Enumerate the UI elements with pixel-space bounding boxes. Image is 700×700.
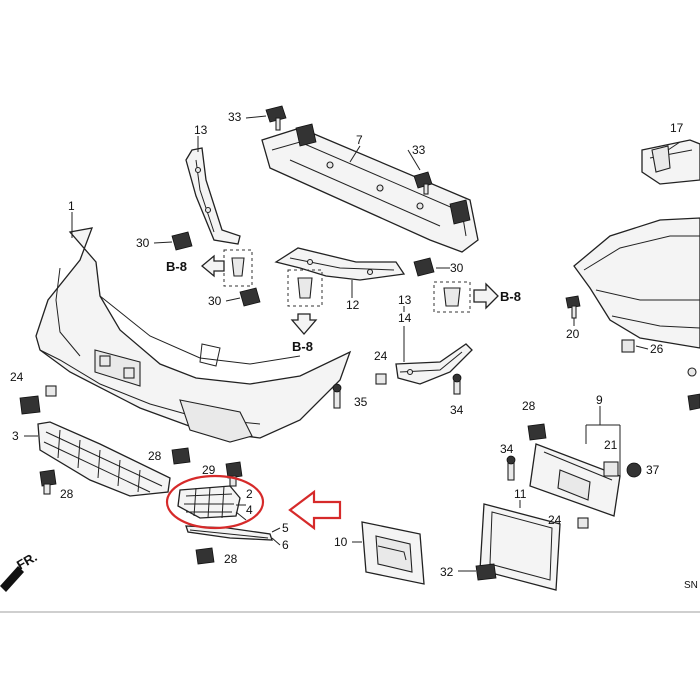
label-24-mid: 24: [374, 349, 388, 363]
callout-b8-right: B-8: [500, 289, 521, 304]
lower-trim-part: [185, 525, 273, 541]
diagram-code: SN: [684, 580, 698, 591]
label-12: 12: [346, 298, 360, 312]
left-bracket-part: [185, 147, 241, 245]
label-33-mid: 33: [412, 143, 426, 157]
rear-bumper-part: [573, 139, 700, 349]
fog-grille-part: [177, 485, 241, 519]
center-bracket-part: [274, 247, 406, 281]
label-11: 11: [514, 487, 527, 501]
plate-bracket-part: [479, 503, 561, 591]
label-20: 20: [566, 327, 580, 341]
callout-b8-left: B-8: [166, 259, 187, 274]
label-17: 17: [670, 121, 684, 135]
highlight-circle: [165, 474, 265, 530]
label-28-left: 28: [60, 487, 74, 501]
label-29: 29: [202, 463, 216, 477]
plate-frame-part: [361, 521, 425, 585]
label-35: 35: [354, 395, 368, 409]
label-24-right: 24: [548, 513, 562, 527]
label-5: 5: [282, 521, 289, 535]
label-2: 2: [246, 487, 253, 501]
clip-box-right: [433, 281, 471, 313]
label-3: 3: [12, 429, 19, 443]
label-30-lower: 30: [208, 294, 222, 308]
label-9: 9: [596, 393, 603, 407]
label-14: 14: [398, 311, 412, 325]
label-6: 6: [282, 538, 289, 552]
label-4: 4: [246, 503, 253, 517]
callout-b8-mid: B-8: [292, 339, 313, 354]
label-33-top: 33: [228, 110, 242, 124]
label-13: 13: [398, 293, 412, 307]
label-1: 1: [68, 199, 75, 213]
b8-arrows: [200, 254, 499, 335]
part-labels: 1 13 7 33 33 30 30 30 12 13 14 24 34 35 …: [10, 110, 684, 579]
highlight-arrow: [288, 489, 342, 531]
label-34-mid: 34: [450, 403, 464, 417]
label-32: 32: [440, 565, 454, 579]
label-30-upper: 30: [136, 236, 150, 250]
front-direction-mark: FR.: [0, 549, 40, 592]
label-28-right: 28: [522, 399, 536, 413]
fasteners: [19, 105, 700, 581]
leader-lines: [24, 115, 681, 572]
clip-box-mid: [287, 269, 323, 307]
lower-grille-part: [37, 421, 171, 497]
label-28-bottom: 28: [224, 552, 238, 566]
label-28-center: 28: [148, 449, 162, 463]
label-7: 7: [356, 133, 363, 147]
right-bracket-part: [395, 343, 473, 385]
plate-base-part: [529, 443, 621, 517]
label-34-lower: 34: [500, 442, 514, 456]
label-24-left: 24: [10, 370, 24, 384]
label-10: 10: [334, 535, 348, 549]
label-21: 21: [604, 438, 618, 452]
bumper-beam-part: [261, 123, 479, 253]
label-26: 26: [650, 342, 664, 356]
label-30-right: 30: [450, 261, 464, 275]
bumper-cover-part: [35, 227, 352, 443]
label-37: 37: [646, 463, 660, 477]
label-8: 13: [194, 123, 208, 137]
